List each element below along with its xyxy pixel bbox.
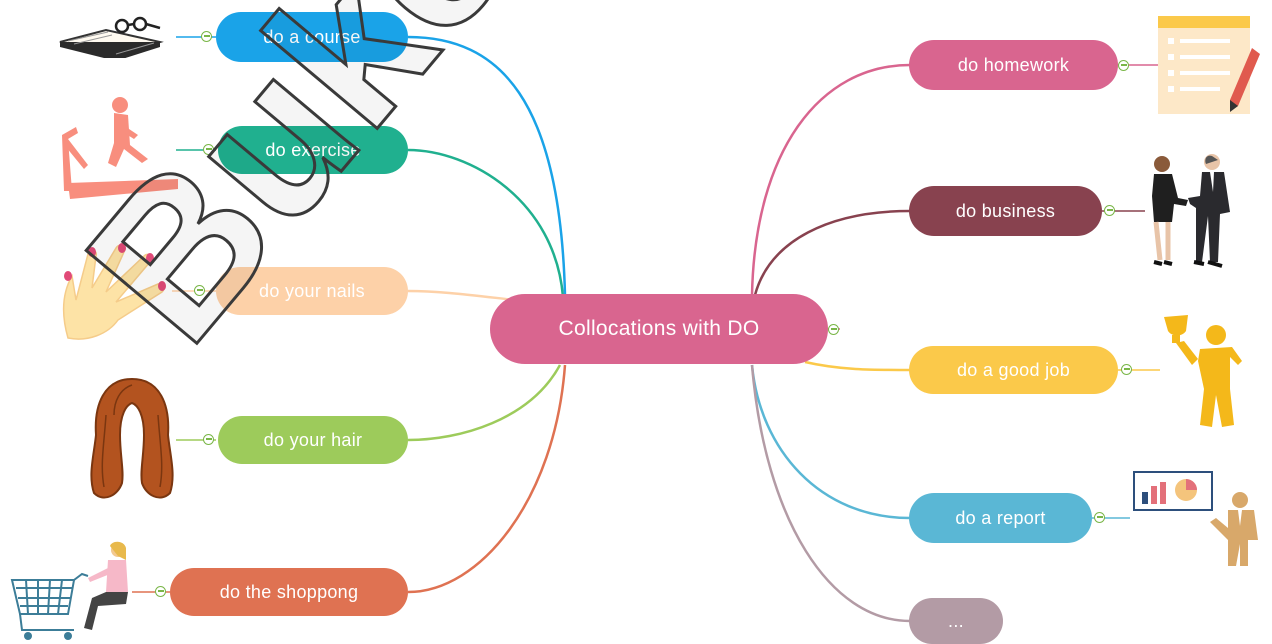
book-glasses-icon (59, 16, 164, 58)
connector-do-your-hair (407, 364, 562, 442)
connector-do-business (753, 209, 911, 296)
handshake-people-icon (1152, 154, 1230, 268)
collapse-toggle-do-homework[interactable] (1118, 60, 1129, 71)
collapse-toggle-do-business[interactable] (1104, 205, 1115, 216)
node-do-a-course[interactable]: do a course (216, 12, 408, 62)
connector-do-the-shopping (407, 364, 567, 594)
connector-do-a-report (750, 364, 911, 520)
collapse-toggle-do-a-good-job[interactable] (1121, 364, 1132, 375)
collapse-toggle-do-your-hair[interactable] (203, 434, 214, 445)
shopping-cart-woman-icon (10, 541, 128, 640)
presentation-chart-icon (1133, 471, 1258, 566)
connector-do-your-nails (407, 289, 516, 302)
collapse-toggle-do-a-report[interactable] (1094, 512, 1105, 523)
node-do-your-hair[interactable]: do your hair (218, 416, 408, 464)
connector-do-a-course (407, 35, 567, 296)
node-do-the-shopping[interactable]: do the shoppong (170, 568, 408, 616)
painted-nails-hand-icon (62, 243, 166, 340)
notepad-pencil-icon (1158, 16, 1260, 114)
collapse-toggle-do-a-course[interactable] (201, 31, 212, 42)
node-do-a-good-job[interactable]: do a good job (909, 346, 1118, 394)
node-do-homework[interactable]: do homework (909, 40, 1118, 90)
node-do-your-nails[interactable]: do your nails (216, 267, 408, 315)
collapse-toggle-do-exercise[interactable] (203, 144, 214, 155)
connector-do-exercise (407, 148, 565, 298)
node-do-exercise[interactable]: do exercise (218, 126, 408, 174)
collapse-toggle-do-the-shopping[interactable] (155, 586, 166, 597)
collapse-toggle-do-your-nails[interactable] (194, 285, 205, 296)
collapse-toggle-center[interactable] (828, 324, 839, 335)
connector-ellipsis (750, 364, 911, 623)
long-hair-icon (90, 377, 174, 499)
node-do-a-report[interactable]: do a report (909, 493, 1092, 543)
node-do-business[interactable]: do business (909, 186, 1102, 236)
connector-do-homework (750, 63, 911, 296)
central-topic[interactable]: Collocations with DO (490, 294, 828, 364)
treadmill-runner-icon (62, 97, 178, 199)
node-ellipsis[interactable]: ... (909, 598, 1003, 644)
trophy-person-icon (1164, 315, 1242, 427)
connector-do-a-good-job (804, 360, 911, 372)
